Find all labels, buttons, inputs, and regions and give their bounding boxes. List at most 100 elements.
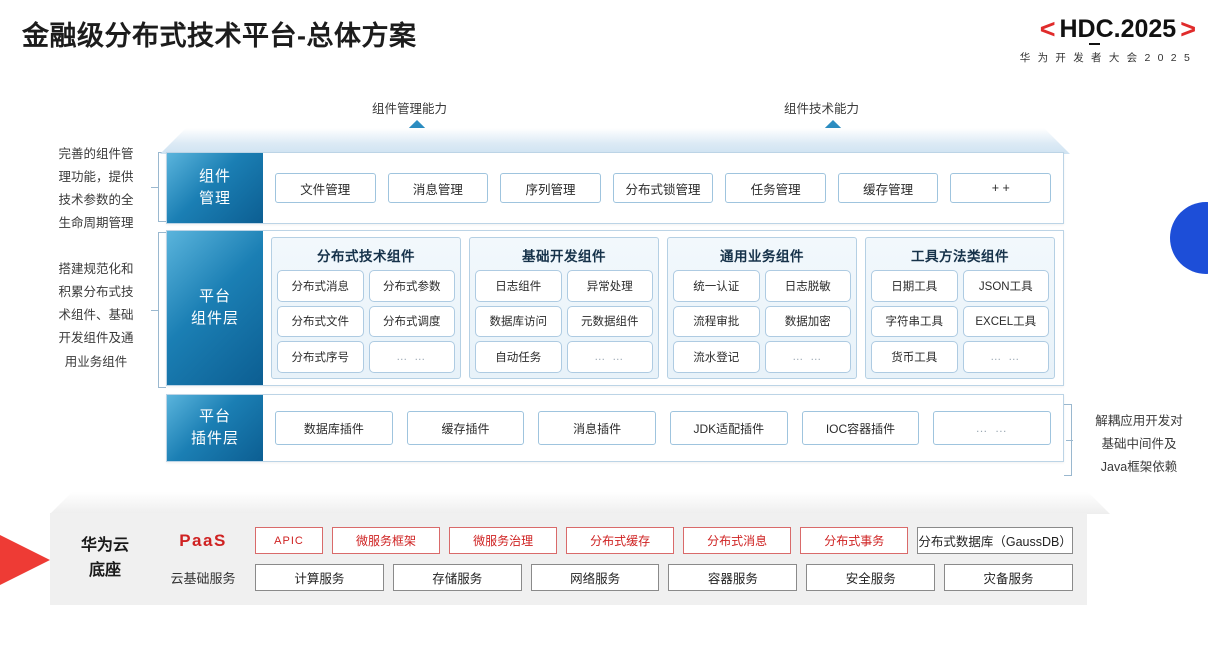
layer-component-management: 组件 管理 文件管理 消息管理 序列管理 分布式锁管理 任务管理 缓存管理 + … [166,152,1064,224]
group-grid-tool-methods: 日期工具 JSON工具 字符串工具 EXCEL工具 货币工具 … … [871,270,1049,373]
row-tag-cloud-basic-services: 云基础服务 [170,571,236,586]
service-apic[interactable]: APIC [255,527,323,554]
shelf-top-bevel [50,492,1110,514]
pill-database-plugin[interactable]: 数据库插件 [275,411,393,445]
layer-body-platform-plugin: 数据库插件 缓存插件 消息插件 JDK适配插件 IOC容器插件 … … [263,395,1063,461]
chip-distributed-schedule[interactable]: 分布式调度 [368,305,455,338]
chip-distributed-file[interactable]: 分布式文件 [277,305,364,338]
shelf-rows: PaaS APIC 微服务框架 微服务治理 分布式缓存 分布式消息 分布式事务 … [160,526,1087,592]
chip-log-component[interactable]: 日志组件 [475,270,562,302]
shelf-row-cloud-basic: 云基础服务 计算服务 存储服务 网络服务 容器服务 安全服务 灾备服务 [160,563,1073,592]
pill-cache-management[interactable]: 缓存管理 [837,173,939,203]
layer-label-platform-component: 平台 组件层 [167,231,263,385]
pill-cache-plugin[interactable]: 缓存插件 [406,411,525,445]
group-grid-general-business: 统一认证 日志脱敏 流程审批 数据加密 流水登记 … … [673,270,851,373]
pill-task-management[interactable]: 任务管理 [725,173,826,203]
chip-more-tool-methods[interactable]: … … [962,341,1049,373]
chip-process-approval[interactable]: 流程审批 [673,305,760,338]
service-microservice-framework[interactable]: 微服务框架 [332,527,441,554]
group-general-business: 通用业务组件 统一认证 日志脱敏 流程审批 数据加密 流水登记 … … [667,237,857,379]
group-grid-basic-development: 日志组件 异常处理 数据库访问 元数据组件 自动任务 … … [475,270,653,373]
chip-automatic-task[interactable]: 自动任务 [475,341,562,373]
hdc-logo: < HDC.2025 > 华 为 开 发 者 大 会 2 0 2 5 [956,16,1196,65]
service-distributed-database-gaussdb[interactable]: 分布式数据库（GaussDB） [917,527,1073,554]
brace-left-manage [158,152,166,222]
pill-message-management[interactable]: 消息管理 [387,173,489,203]
row-tag-paas: PaaS [179,530,227,550]
brace-left-component [158,232,166,388]
chip-excel-tool[interactable]: EXCEL工具 [962,305,1049,338]
side-note-right: 解耦应用开发对 基础中间件及 Java框架依赖 [1095,414,1183,475]
service-storage[interactable]: 存储服务 [392,564,522,591]
logo-left-bracket-icon: < [1039,14,1056,44]
arrow-label-component-management: 组件管理能力 [372,102,448,116]
chip-distributed-sequence[interactable]: 分布式序号 [277,341,364,373]
layer-platform-component: 平台 组件层 分布式技术组件 分布式消息 分布式参数 分布式文件 分布式调度 分… [166,230,1064,386]
brace-tick-manage [151,187,158,188]
huawei-cloud-base-shelf: 华为云 底座 PaaS APIC 微服务框架 微服务治理 分布式缓存 分布式消息… [50,492,1110,610]
blue-circle-decoration [1170,202,1208,274]
chip-log-desensitization[interactable]: 日志脱敏 [764,270,851,302]
service-network[interactable]: 网络服务 [530,564,660,591]
group-tool-methods: 工具方法类组件 日期工具 JSON工具 字符串工具 EXCEL工具 货币工具 …… [865,237,1055,379]
service-compute[interactable]: 计算服务 [255,564,384,591]
pill-add-more[interactable]: + + [950,173,1052,203]
chip-json-tool[interactable]: JSON工具 [962,270,1049,302]
chip-more-basic-development[interactable]: … … [566,341,653,373]
service-security[interactable]: 安全服务 [806,564,936,591]
chip-distributed-parameter[interactable]: 分布式参数 [368,270,455,302]
group-basic-development: 基础开发组件 日志组件 异常处理 数据库访问 元数据组件 自动任务 … … [469,237,659,379]
chip-unified-authentication[interactable]: 统一认证 [673,270,760,302]
chip-string-tool[interactable]: 字符串工具 [871,305,958,338]
red-wedge-decoration [0,512,50,608]
side-note-left-2: 搭建规范化和 积累分布式技 术组件、基础 开发组件及通 用业务组件 [58,262,134,369]
group-distributed-tech: 分布式技术组件 分布式消息 分布式参数 分布式文件 分布式调度 分布式序号 … … [271,237,461,379]
group-title-tool-methods: 工具方法类组件 [911,249,1009,264]
pill-file-management[interactable]: 文件管理 [275,173,376,203]
layer-platform-plugin: 平台 插件层 数据库插件 缓存插件 消息插件 JDK适配插件 IOC容器插件 …… [166,394,1064,462]
pill-ioc-container-plugin[interactable]: IOC容器插件 [801,411,920,445]
page-title: 金融级分布式技术平台-总体方案 [22,21,417,51]
chip-database-access[interactable]: 数据库访问 [475,305,562,338]
chip-more-distributed-tech[interactable]: … … [368,341,455,373]
layer-body-platform-component: 分布式技术组件 分布式消息 分布式参数 分布式文件 分布式调度 分布式序号 … … [263,231,1063,385]
stack-top-bevel [160,128,1070,154]
chip-more-general-business[interactable]: … … [764,341,851,373]
brace-tick-plugin [1066,440,1073,441]
service-distributed-cache[interactable]: 分布式缓存 [566,527,675,554]
group-title-distributed-tech: 分布式技术组件 [317,249,415,264]
service-distributed-transaction[interactable]: 分布式事务 [800,527,909,554]
service-distributed-message[interactable]: 分布式消息 [683,527,792,554]
group-title-basic-development: 基础开发组件 [522,249,606,264]
chip-date-tool[interactable]: 日期工具 [871,270,958,302]
pill-message-plugin[interactable]: 消息插件 [538,411,657,445]
pill-distributed-lock-management[interactable]: 分布式锁管理 [612,173,714,203]
layer-label-platform-plugin: 平台 插件层 [167,395,263,461]
chip-transaction-registration[interactable]: 流水登记 [673,341,760,373]
layer-label-component-management: 组件 管理 [167,153,263,223]
pill-more-plugins[interactable]: … … [933,411,1052,445]
group-grid-distributed-tech: 分布式消息 分布式参数 分布式文件 分布式调度 分布式序号 … … [277,270,455,373]
service-disaster-recovery[interactable]: 灾备服务 [944,564,1073,591]
shelf-row-paas: PaaS APIC 微服务框架 微服务治理 分布式缓存 分布式消息 分布式事务 … [160,526,1073,555]
arrow-label-component-technology: 组件技术能力 [784,102,860,116]
pill-jdk-adapter-plugin[interactable]: JDK适配插件 [670,411,788,445]
pill-sequence-management[interactable]: 序列管理 [500,173,601,203]
layer-body-component-management: 文件管理 消息管理 序列管理 分布式锁管理 任务管理 缓存管理 + + [263,153,1063,223]
logo-right-bracket-icon: > [1180,14,1196,44]
chip-distributed-message[interactable]: 分布式消息 [277,270,364,302]
shelf-title: 华为云 底座 [80,537,129,579]
logo-text: HDC.2025 [1059,15,1177,43]
side-note-left-1: 完善的组件管 理功能，提供 技术参数的全 生命周期管理 [58,147,134,231]
logo-underline-icon [1089,43,1101,45]
group-title-general-business: 通用业务组件 [720,249,804,264]
shelf-body: 华为云 底座 PaaS APIC 微服务框架 微服务治理 分布式缓存 分布式消息… [50,513,1087,605]
chip-currency-tool[interactable]: 货币工具 [871,341,958,373]
service-microservice-governance[interactable]: 微服务治理 [449,527,558,554]
brace-tick-component [151,310,158,311]
chip-exception-handling[interactable]: 异常处理 [566,270,653,302]
chip-data-encryption[interactable]: 数据加密 [764,305,851,338]
chip-metadata-component[interactable]: 元数据组件 [566,305,653,338]
service-container[interactable]: 容器服务 [668,564,798,591]
